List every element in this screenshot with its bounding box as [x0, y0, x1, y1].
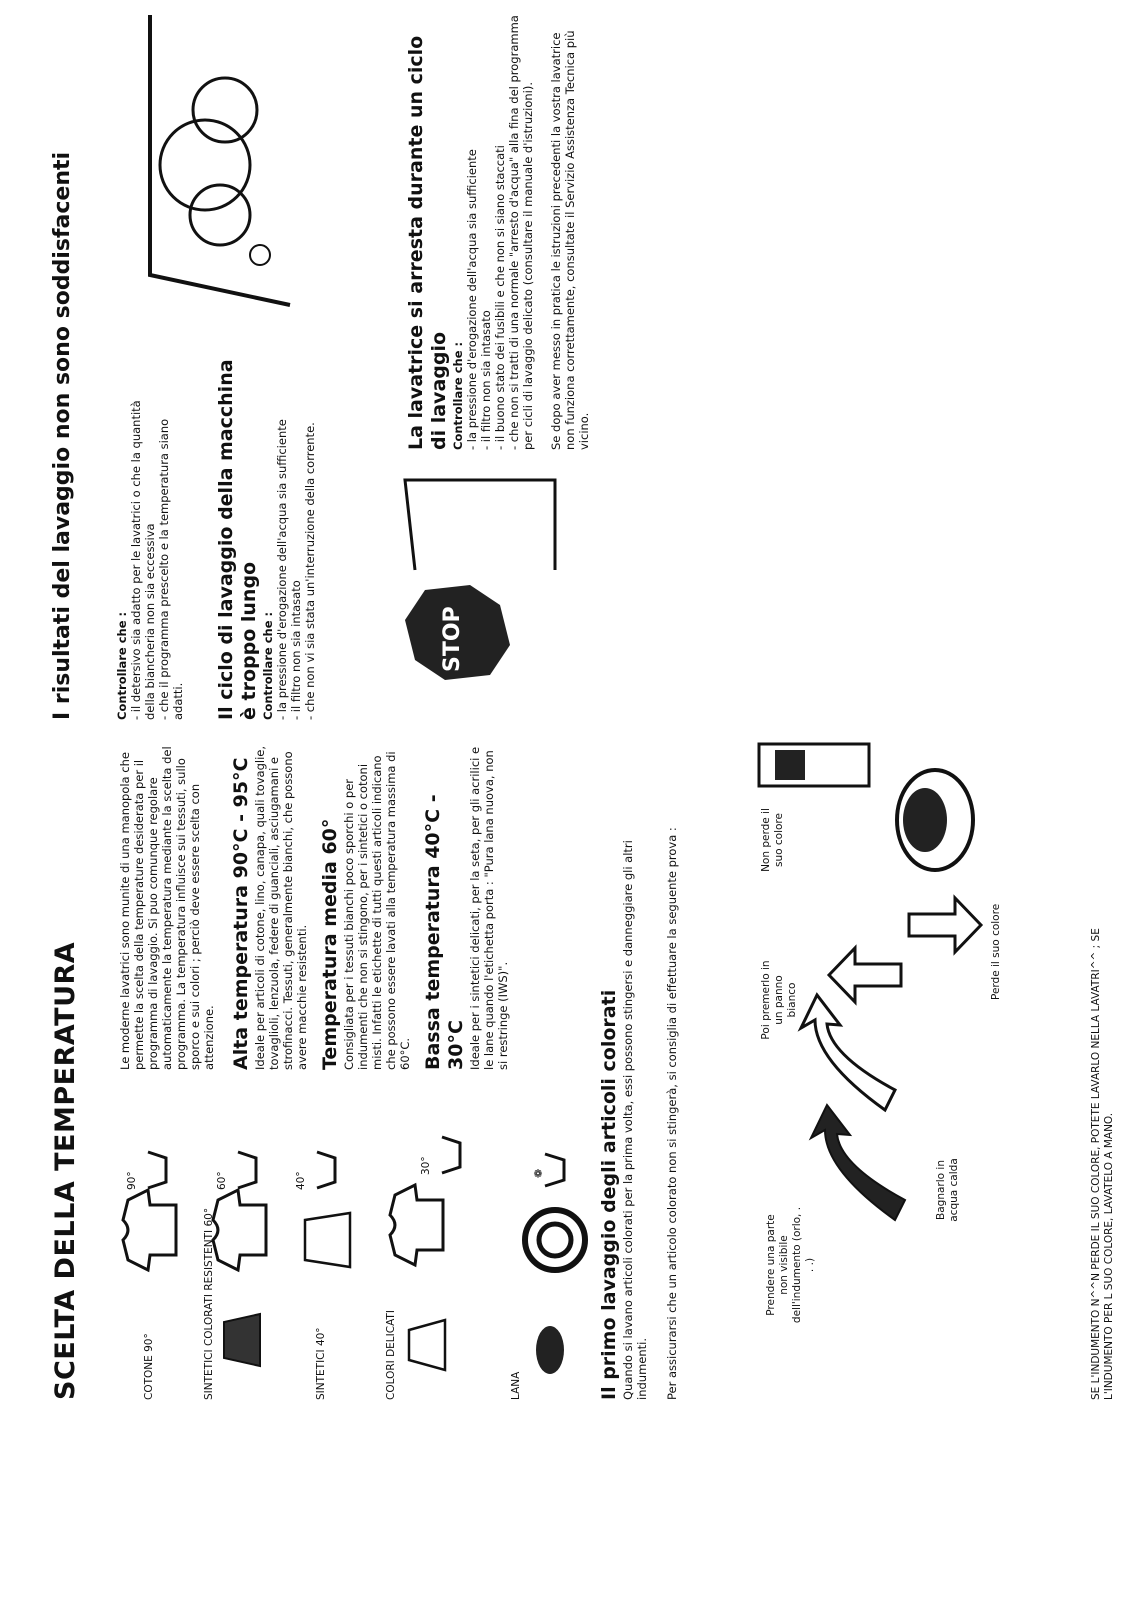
controllare-label: Controllare che :: [451, 341, 465, 450]
tub-icon: [316, 1150, 337, 1190]
category-label: COLORI DELICATI: [385, 1310, 397, 1400]
up-arrow-icon: [826, 944, 903, 1006]
footer-line-1: SE L'INDUMENTO N^^N PERDE IL SUO COLORE,…: [1090, 928, 1102, 1400]
primo-heading: Il primo lavaggio degli articoli colorat…: [598, 989, 620, 1400]
temp-degree: 90°: [126, 1171, 138, 1190]
temp-degree: 60°: [216, 1171, 228, 1190]
category-label: SINTETICI 40°: [315, 1327, 327, 1400]
tub-icon: [441, 1135, 462, 1175]
tub-icon: [147, 1150, 168, 1190]
controllare-label: Controllare che :: [261, 611, 275, 720]
temp-degree: 40°: [295, 1171, 307, 1190]
wool-ball-icon: [522, 1207, 588, 1273]
shirt-icon: [211, 1187, 268, 1273]
footer-note: SE L'INDUMENTO N^^N PERDE IL SUO COLORE,…: [1090, 750, 1116, 1400]
basin-icon: [895, 768, 975, 872]
step-5-label: Non perde il suo colore: [760, 808, 785, 872]
dress-icon: [407, 1318, 447, 1372]
primo-text-2: Per assicurarsi che un articolo colorato…: [665, 827, 679, 1400]
bullet-item: il buono stato dei fusibili e che non si…: [493, 10, 507, 450]
arresta-block: La lavatrice si arresta durante un ciclo…: [405, 10, 591, 450]
section-text: Consigliata per i tessuti bianchi poco s…: [342, 751, 412, 1070]
closing-text: Se dopo aver messo in pratica le istruzi…: [549, 30, 591, 450]
svg-text:❁: ❁: [532, 1169, 545, 1178]
bullet-item: il filtro non sia intasato: [479, 10, 493, 450]
primo-lavaggio-block: Il primo lavaggio degli articoli colorat…: [598, 750, 679, 1400]
section-heading: Bassa temperatura 40°C - 30°C: [422, 794, 467, 1070]
tub-icon: [237, 1150, 258, 1190]
right-column: I risultati del lavaggio non sono soddis…: [0, 0, 1131, 740]
arrow-icon: [797, 992, 897, 1113]
washing-machine-icon: [757, 742, 871, 788]
bullet-item: che non vi sia stata un'interruzione del…: [303, 340, 317, 720]
step-4-label: Perde il suo colore: [990, 903, 1002, 1000]
intro-block: Le moderne lavatrici sono munite di una …: [118, 740, 510, 1070]
shirt-icon: [121, 1187, 178, 1273]
yarn-skein-icon: [536, 1326, 564, 1374]
shirt-icon: [388, 1182, 445, 1268]
step-3-label: Poi premerlo in un panno bianco: [760, 960, 798, 1040]
section-heading: Temperatura media 60°: [319, 818, 341, 1070]
bullet-item: che non si tratti di una normale "arrest…: [507, 10, 535, 450]
primo-text: Quando si lavano articoli colorati per l…: [621, 840, 649, 1400]
down-arrow-icon: [907, 894, 984, 956]
intro-text: Le moderne lavatrici sono munite di una …: [118, 746, 216, 1070]
stop-illustration: STOP: [395, 460, 565, 720]
bullet-item: il filtro non sia intasato: [289, 340, 303, 720]
test-steps-illustration: Prendere una parte non visibile dell'ind…: [735, 740, 1075, 1400]
right-title: I risultati del lavaggio non sono soddis…: [50, 151, 75, 720]
section-heading: Alta temperatura 90°C - 95°C: [230, 757, 252, 1070]
arresta-heading: La lavatrice si arresta durante un ciclo…: [405, 35, 450, 450]
risultati-block: Controllare che : il detersivo sia adatt…: [115, 380, 185, 720]
footer-line-2: L'INDUMENTO PER L SUO COLORE, LAVATELO A…: [1103, 1112, 1115, 1400]
category-label: COTONE 90°: [143, 1333, 155, 1400]
arrow-icon: [808, 1103, 907, 1222]
ciclo-heading: Il ciclo di lavaggio della macchina è tr…: [215, 359, 260, 720]
bullet-item: la pressione d'erogazione dell'acqua sia…: [275, 340, 289, 720]
jacket-icon: [223, 1312, 261, 1368]
left-column: SCELTA DELLA TEMPERATURA COTONE 90° 90° …: [0, 740, 1131, 1600]
ciclo-block: Il ciclo di lavaggio della macchina è tr…: [215, 340, 317, 720]
section-text: Ideale per i sintetici delicati, per la …: [468, 746, 510, 1070]
stop-sign-icon: [403, 478, 557, 680]
controllare-label: Controllare che :: [115, 611, 129, 720]
bullet-item: la pressione d'erogazione dell'acqua sia…: [465, 10, 479, 450]
blouse-icon: [303, 1211, 352, 1269]
bullet-item: che il programma prescelto e la temperat…: [157, 380, 185, 720]
section-text: Ideale per articoli di cotone, lino, can…: [253, 746, 309, 1070]
handwash-icon: ❁: [532, 1152, 566, 1188]
temp-degree: 30°: [420, 1156, 432, 1175]
category-label: LANA: [510, 1371, 522, 1400]
left-title: SCELTA DELLA TEMPERATURA: [50, 941, 81, 1400]
foam-machine-icon: [148, 15, 291, 307]
bullet-item: il detersivo sia adatto per le lavatrici…: [129, 380, 157, 720]
stop-text: STOP: [440, 606, 465, 672]
step-2-label: Bagnarlo in acqua calda: [935, 1158, 960, 1222]
